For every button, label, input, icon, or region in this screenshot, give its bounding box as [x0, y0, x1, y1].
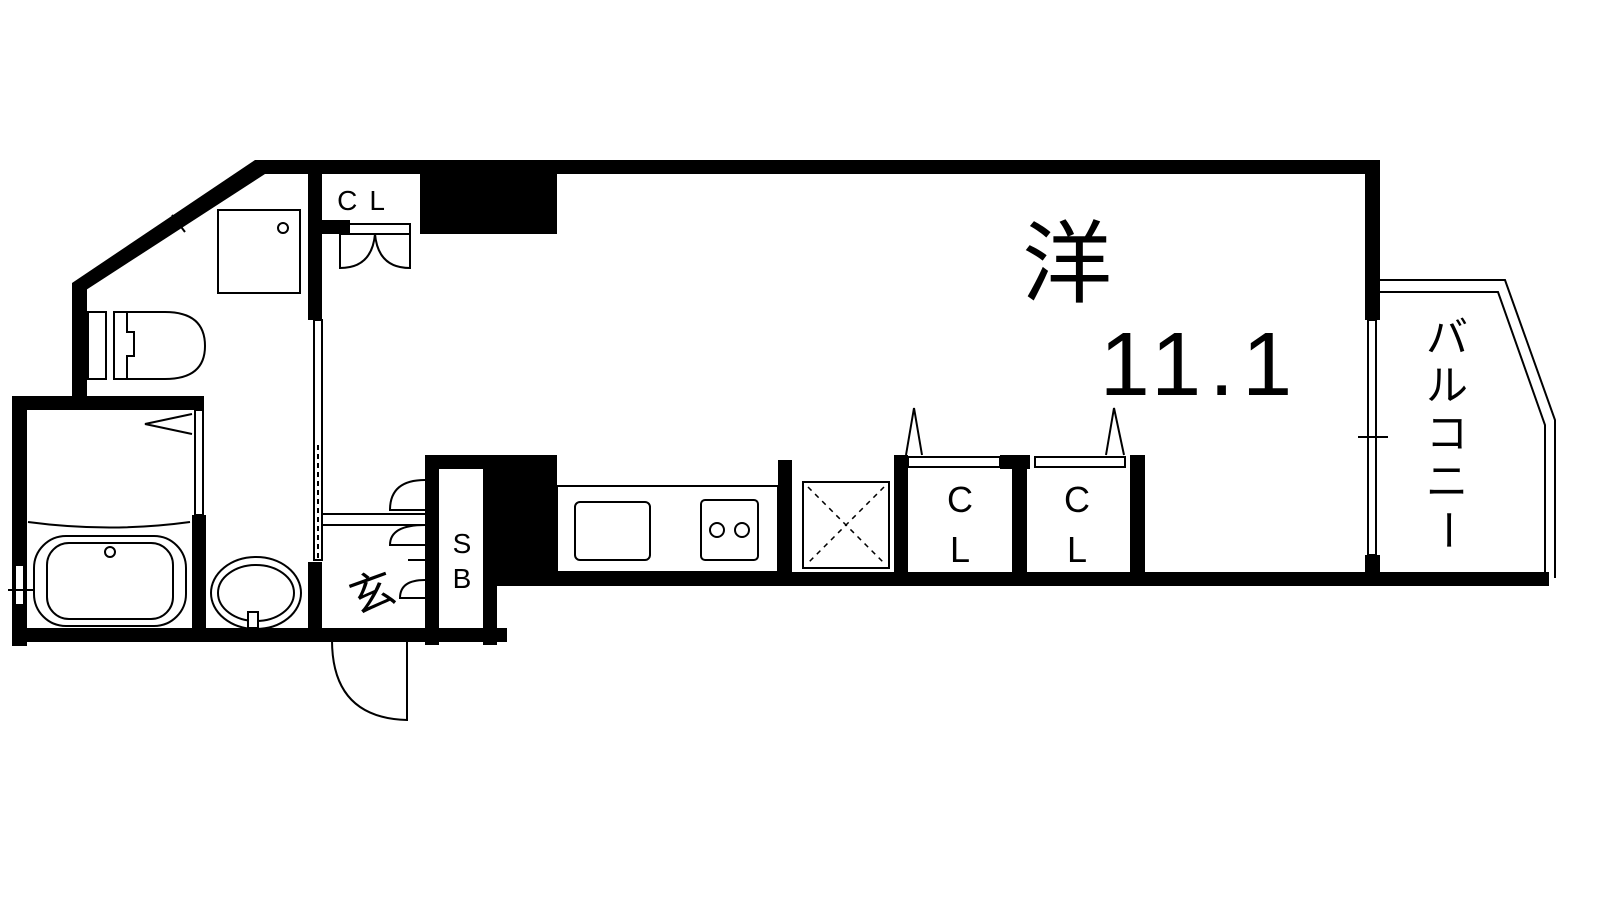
sliding-door	[313, 319, 323, 561]
closet-1-label-l: L	[950, 529, 970, 570]
kitchen-counter	[556, 485, 779, 573]
window-diagonal	[159, 207, 196, 233]
fixtures	[8, 207, 1556, 722]
washer-pan	[217, 209, 301, 294]
closet-top-label: CL	[337, 185, 397, 216]
shoebox-label-s: S	[453, 528, 472, 559]
balcony-char: ー	[1424, 509, 1471, 551]
balcony-char: コ	[1426, 410, 1468, 457]
kitchen-sink	[574, 501, 651, 561]
toilet	[113, 311, 207, 380]
walls	[12, 160, 1549, 646]
balcony-char: ル	[1426, 362, 1468, 409]
closet-1-label-c: C	[947, 479, 973, 520]
entrance-label: 玄	[343, 563, 401, 624]
balcony-char: バ	[1426, 314, 1468, 361]
room-size: 11.1	[1100, 315, 1301, 415]
balcony-label: バ ル コ ニ ー	[1424, 314, 1471, 551]
balcony-char: ニ	[1426, 458, 1468, 505]
shoebox-label-b: B	[453, 563, 472, 594]
stove	[700, 499, 759, 561]
closet-2-label-c: C	[1064, 479, 1090, 520]
bathtub	[33, 535, 187, 627]
room-label: 洋	[1022, 215, 1112, 315]
closet-2-label-l: L	[1067, 529, 1087, 570]
washer-space	[802, 481, 890, 569]
entrance-door	[331, 639, 408, 722]
